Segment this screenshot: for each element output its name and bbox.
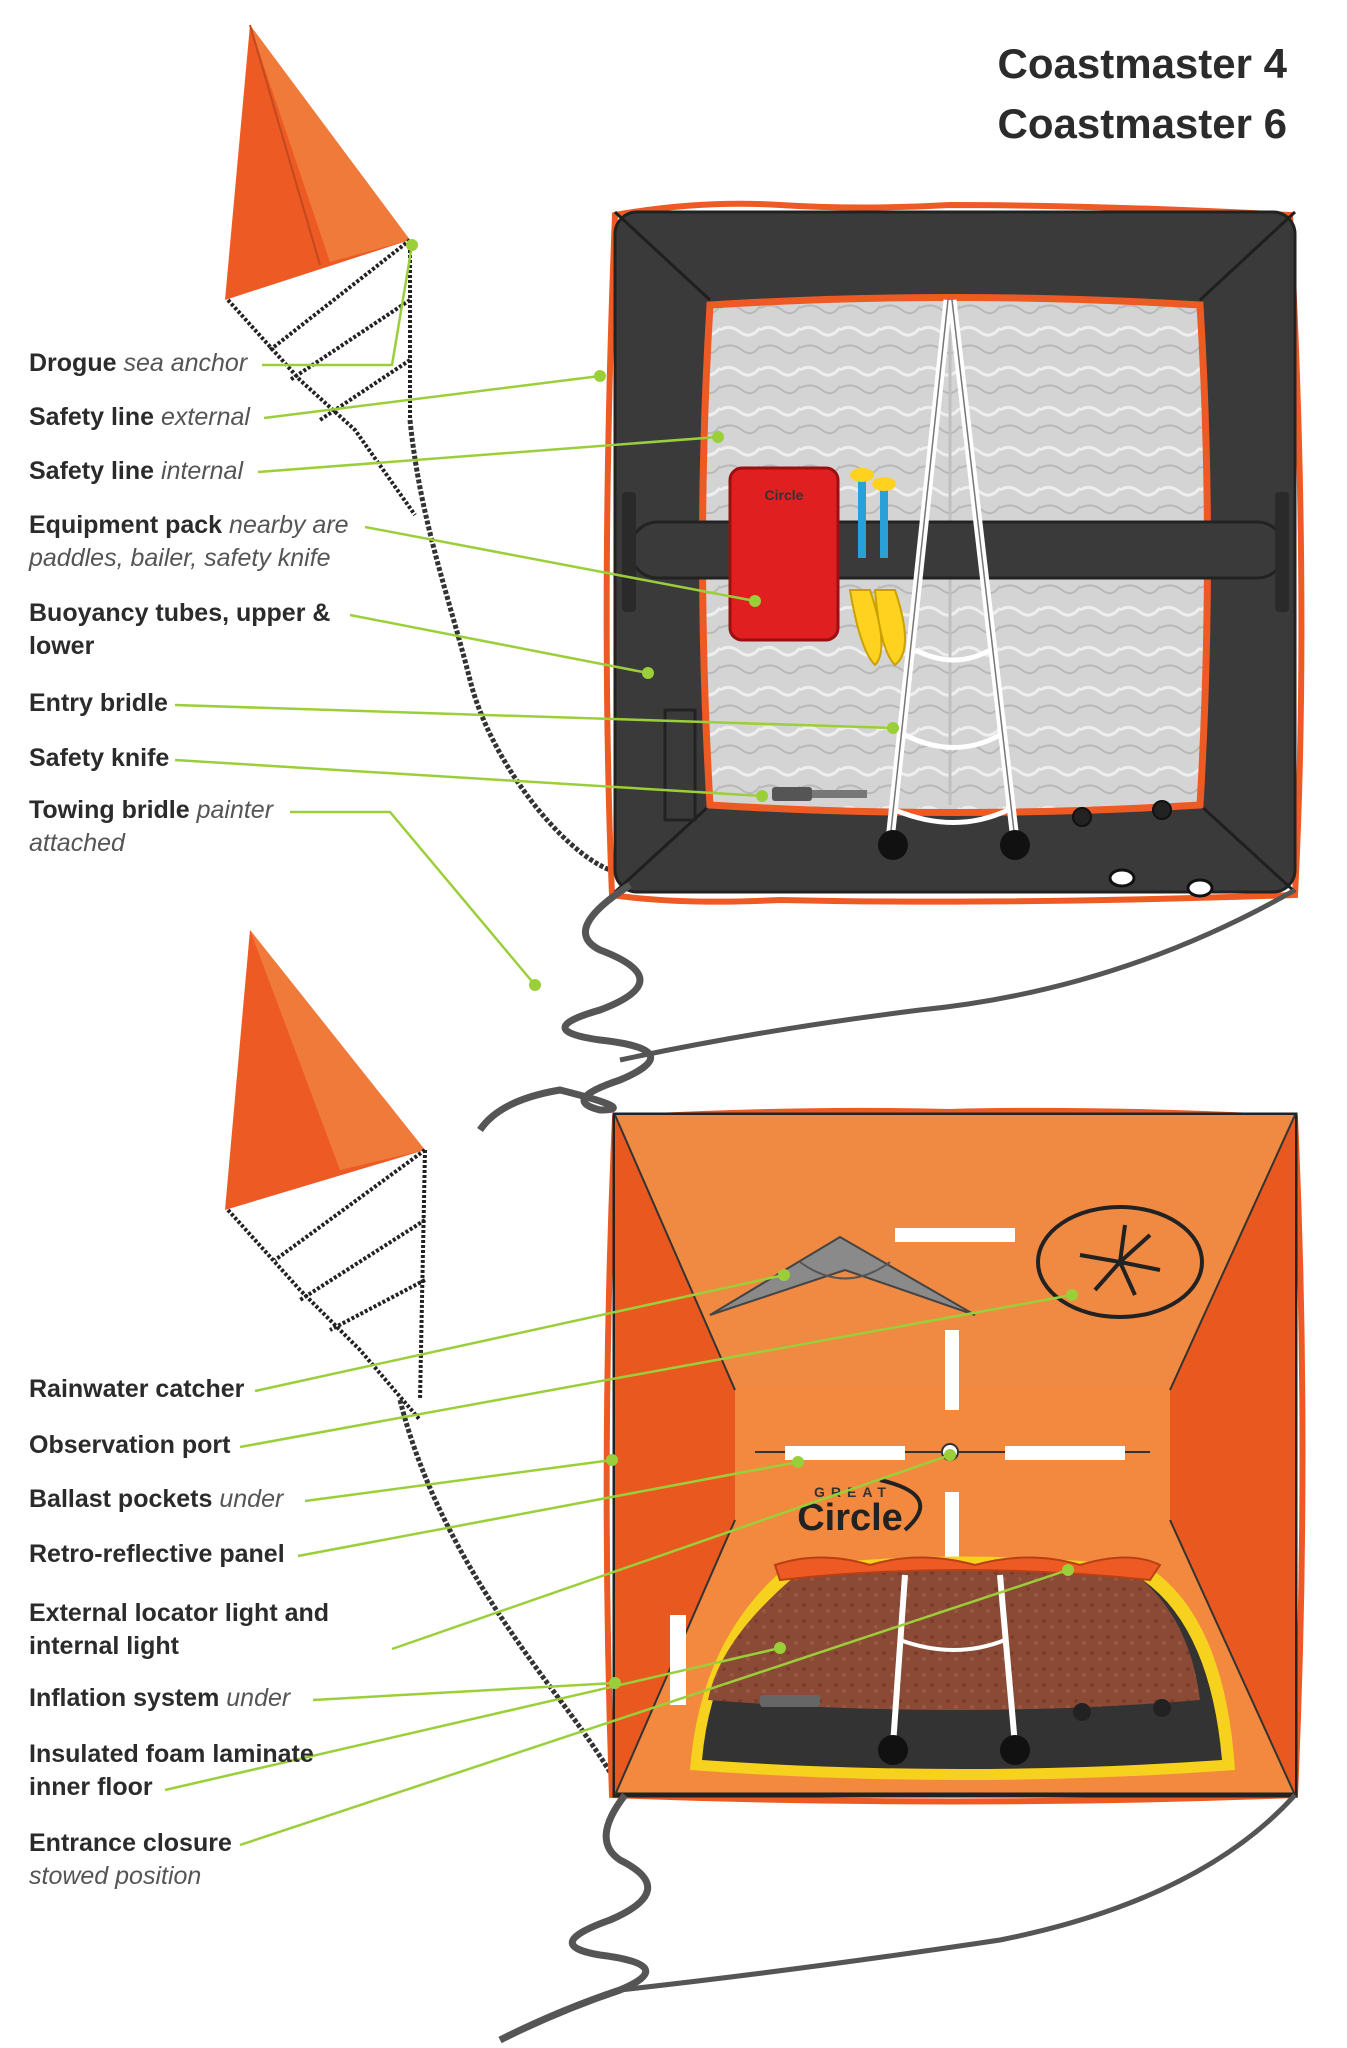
lower-raft: GREAT Circle xyxy=(225,930,1306,2044)
retro-reflective-panels xyxy=(670,1228,1125,1705)
thwart-tube-upper xyxy=(628,520,1287,580)
svg-text:Circle: Circle xyxy=(797,1497,903,1539)
leader-lines xyxy=(164,244,1073,1847)
observation-port xyxy=(1036,1205,1204,1319)
callout-safety-line-internal: Safety line internal xyxy=(29,457,244,485)
entry-bridle-upper xyxy=(878,299,1030,860)
callout-entrance-closure: Entrance closure stowed position xyxy=(29,1829,232,1890)
callout-towing-bridle: Towing bridle painter attached xyxy=(29,796,274,857)
callout-retro-reflective-panel: Retro-reflective panel xyxy=(29,1540,285,1568)
callout-safety-knife: Safety knife xyxy=(29,744,170,772)
insulated-floor xyxy=(708,1567,1200,1710)
painter-lower xyxy=(498,1792,652,2044)
drogue-line-upper xyxy=(407,419,611,873)
callout-entry-bridle: Entry bridle xyxy=(29,689,168,717)
callout-observation-port: Observation port xyxy=(29,1431,231,1459)
drogue-lower xyxy=(225,930,623,1792)
upper-raft: Circle xyxy=(225,24,1305,1133)
safety-knife xyxy=(772,787,867,801)
callout-inflation-system: Inflation system under xyxy=(29,1684,291,1712)
svg-text:Circle: Circle xyxy=(765,487,804,503)
drogue-upper xyxy=(225,24,611,873)
entrance-closure xyxy=(773,1556,1162,1582)
callout-insulated-floor: Insulated foam laminate inner floor xyxy=(29,1740,314,1801)
rainwater-catcher xyxy=(709,1235,976,1316)
product-title-1: Coastmaster 4 xyxy=(997,40,1287,87)
great-circle-logo: GREAT Circle xyxy=(797,1478,923,1539)
callout-rainwater-catcher: Rainwater catcher xyxy=(29,1375,245,1403)
painter-upper xyxy=(477,882,655,1133)
callout-locator-light: External locator light and internal ligh… xyxy=(29,1599,330,1660)
callout-ballast-pockets: Ballast pockets under xyxy=(29,1485,284,1513)
product-title-2: Coastmaster 6 xyxy=(997,100,1287,147)
paddles xyxy=(848,468,906,667)
leader-dots xyxy=(406,239,1078,1689)
callout-safety-line-external: Safety line external xyxy=(29,403,250,431)
callout-drogue: Drogue sea anchor xyxy=(29,349,248,377)
callout-buoyancy-tubes: Buoyancy tubes, upper & lower xyxy=(29,599,331,660)
safety-line-external-upper xyxy=(603,200,1305,905)
callout-equipment-pack: Equipment pack nearby are paddles, baile… xyxy=(29,511,349,572)
